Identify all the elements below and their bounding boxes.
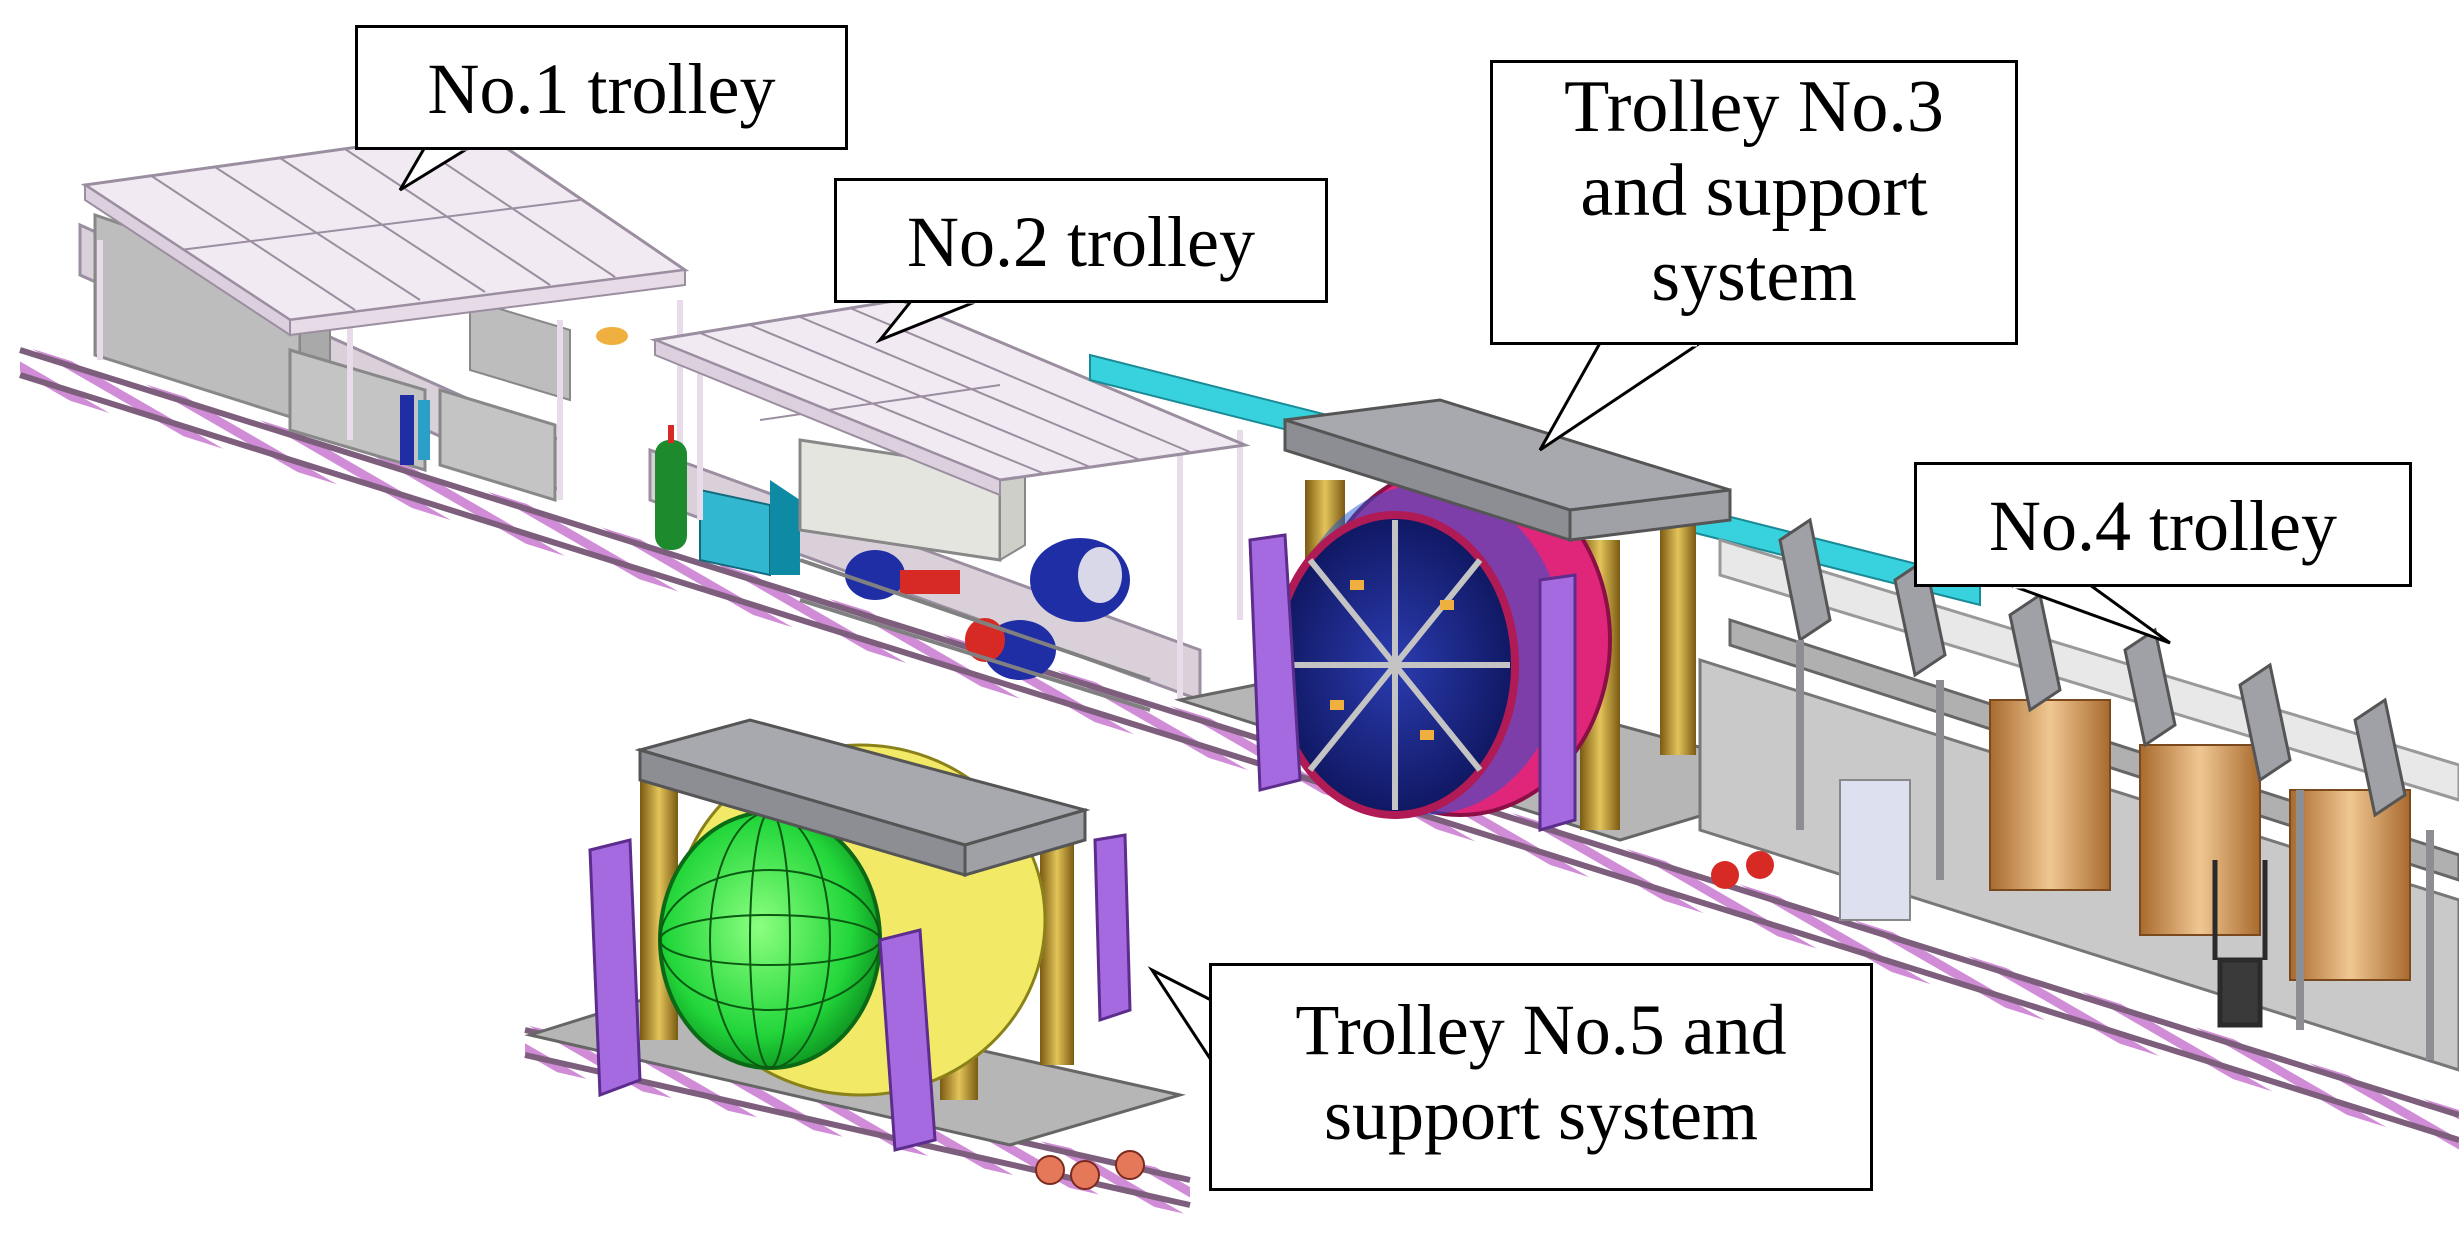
- callout-trolley-2-line-1: No.2 trolley: [907, 202, 1255, 282]
- trolley-1-drawing: [78, 128, 690, 503]
- callout-trolley-1: No.1 trolley: [355, 25, 848, 150]
- callout-trolley-3: Trolley No.3 and support system: [1490, 60, 2018, 345]
- trolley-2-drawing: [648, 298, 1251, 712]
- trolley-4-drawing: [1698, 517, 2459, 1072]
- callout-trolley-5: Trolley No.5 and support system: [1209, 963, 1873, 1191]
- trolley-3-drawing: [1174, 398, 1826, 889]
- callout-trolley-2: No.2 trolley: [834, 178, 1328, 303]
- callout-trolley-4-line-1: No.4 trolley: [1989, 486, 2337, 566]
- callout-trolley-3-line-2: and support: [1580, 150, 1928, 233]
- callout-trolley-3-line-3: system: [1651, 234, 1857, 317]
- callout-trolley-3-line-1: Trolley No.3: [1564, 66, 1944, 148]
- main-rail-track: [19, 345, 2459, 1150]
- callout-trolley-5-line-2: support system: [1323, 1074, 1758, 1155]
- callout-trolley-1-line-1: No.1 trolley: [427, 49, 776, 129]
- callout-trolley-4: No.4 trolley: [1914, 462, 2412, 587]
- callout-trolley-5-line-1: Trolley No.5 and: [1295, 990, 1787, 1070]
- trolley-5-drawing: [524, 718, 1191, 1215]
